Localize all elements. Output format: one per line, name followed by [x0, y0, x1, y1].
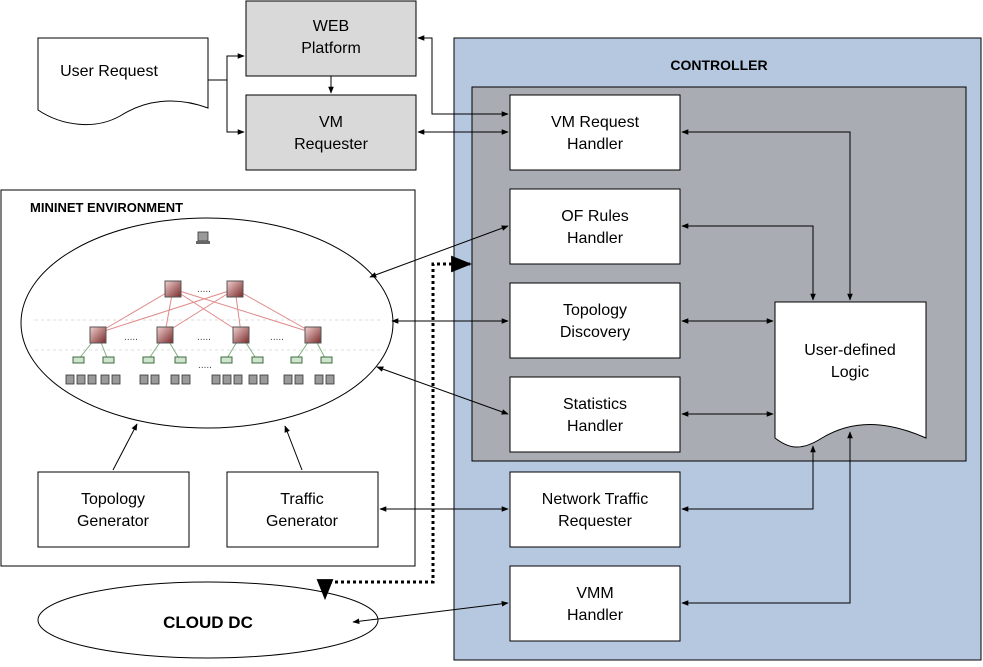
vmm-handler-box: VMM Handler	[509, 565, 681, 642]
web-platform-box: WEB Platform	[245, 0, 417, 77]
controller-title: CONTROLLER	[670, 57, 767, 73]
svg-text:WEB: WEB	[313, 18, 349, 35]
svg-text:.....: .....	[197, 284, 211, 295]
svg-text:Handler: Handler	[567, 607, 624, 624]
svg-text:OF Rules: OF Rules	[561, 208, 629, 225]
svg-text:Topology: Topology	[563, 302, 627, 319]
cloud-dc-ellipse: CLOUD DC	[37, 581, 379, 659]
svg-text:User-defined: User-defined	[804, 342, 896, 359]
network-ellipse	[20, 217, 394, 429]
svg-text:Logic: Logic	[831, 364, 869, 381]
svg-text:CLOUD DC: CLOUD DC	[163, 613, 253, 632]
svg-text:Network Traffic: Network Traffic	[542, 491, 648, 508]
svg-text:Handler: Handler	[567, 418, 624, 435]
svg-text:Generator: Generator	[266, 513, 339, 530]
svg-text:VM: VM	[319, 114, 343, 131]
topology-discovery-box: Topology Discovery	[509, 282, 681, 359]
user-defined-logic-doc: User-defined Logic	[774, 301, 927, 448]
svg-text:Handler: Handler	[567, 230, 624, 247]
svg-text:Traffic: Traffic	[280, 491, 324, 508]
svg-text:.....: .....	[197, 332, 211, 343]
svg-text:Handler: Handler	[567, 136, 624, 153]
svg-text:Statistics: Statistics	[563, 396, 627, 413]
svg-text:Discovery: Discovery	[560, 324, 630, 341]
svg-text:VM Request: VM Request	[551, 114, 640, 131]
user-request-doc: User Request	[37, 37, 209, 126]
svg-text:Topology: Topology	[81, 491, 145, 508]
svg-text:Requester: Requester	[294, 136, 368, 153]
svg-text:.....: .....	[124, 332, 138, 343]
svg-text:VMM: VMM	[576, 585, 613, 602]
mininet-title: MININET ENVIRONMENT	[30, 200, 183, 215]
topology-generator-box: Topology Generator	[37, 471, 190, 548]
vm-requester-box: VM Requester	[245, 94, 417, 171]
svg-text:Platform: Platform	[301, 40, 361, 57]
vm-request-handler-box: VM Request Handler	[509, 94, 681, 171]
connectors	[112, 35, 853, 625]
svg-text:.....: .....	[270, 332, 284, 343]
statistics-handler-box: Statistics Handler	[509, 376, 681, 453]
svg-text:Generator: Generator	[77, 513, 150, 530]
network-traffic-requester-box: Network Traffic Requester	[509, 471, 681, 548]
svg-text:User Request: User Request	[60, 63, 158, 80]
svg-text:Requester: Requester	[558, 513, 632, 530]
traffic-generator-box: Traffic Generator	[226, 471, 379, 548]
of-rules-handler-box: OF Rules Handler	[509, 188, 681, 265]
svg-text:.....: .....	[198, 360, 212, 371]
